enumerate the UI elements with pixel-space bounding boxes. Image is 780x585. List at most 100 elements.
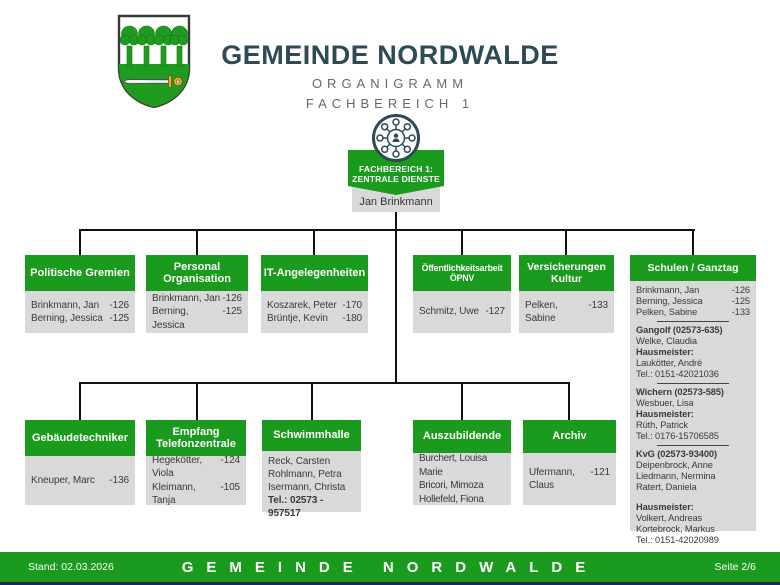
bottom-edge-strip [0,582,780,585]
person-name: Volkert, Andreas [636,513,703,523]
person-row: Berning, Jessica -125 [152,305,242,332]
connector-line [311,382,313,420]
section-heading: KvG (02573-93400) [636,449,717,459]
person-name: Kneuper, Marc [31,474,95,486]
person-ext: -125 [109,313,129,324]
person-name: Kortebrock, Markus [636,524,715,534]
person-row: Brinkmann, Jan -126 [636,285,750,296]
connector-line [395,229,397,384]
person-name: Schmitz, Uwe [419,306,479,318]
orgbox-body: Brinkmann, Jan-126 Berning, Jessica-125 … [630,281,756,545]
orgbox-title: Öffentlichkeitsarbeit ÖPNV [413,255,511,291]
orgbox-body: Kneuper, Marc -136 [25,456,135,505]
orgbox-auszubildende: Auszubildende Burchert, Louisa Marie Bri… [413,420,511,505]
orgbox-versicherungen-kultur: Versicherungen Kultur Pelken, Sabine-133 [519,255,614,333]
connector-line [196,229,198,255]
orgbox-body: Pelken, Sabine-133 [519,291,614,333]
footer-page-number: Seite 2/6 [714,561,756,573]
connector-line [692,229,694,255]
person-ext: -126 [731,285,750,295]
subtitle-organigramm: ORGANIGRAMM [311,76,469,91]
person-name: Brinkmann, Jan [152,292,221,304]
orgbox-title: Archiv [523,420,616,453]
orgbox-politische-gremien: Politische Gremien Brinkmann, Jan-126 Be… [25,255,135,333]
connector-line [79,382,570,384]
hausmeister-label: Hausmeister: [636,347,694,357]
title-block: GEMEINDE NORDWALDE ORGANIGRAMM FACHBEREI… [190,40,590,111]
connector-line [313,229,315,255]
hub-network-icon [372,114,420,162]
person-name: Rohlmann, Petra [268,469,342,480]
orgbox-it-angelegenheiten: IT-Angelegenheiten Koszarek, Peter-170 B… [261,255,368,333]
person-name: Hollefeld, Fiona [419,493,484,505]
person-name: Burchert, Louisa Marie [419,453,488,478]
connector-line [461,229,463,255]
orgbox-title: Auszubildende [413,420,511,453]
person-row: Schmitz, Uwe -127 [419,305,505,319]
person-ext: -133 [588,299,608,311]
person-name: Deipenbrock, Anne [636,460,713,470]
person-ext: -126 [222,292,242,304]
orgbox-schulen-ganztag: Schulen / Ganztag Brinkmann, Jan-126 Ber… [630,255,756,545]
subtitle-fachbereich: FACHBEREICH 1 [305,96,475,111]
person-ext: -126 [109,299,129,311]
orgbox-title: Schwimmhalle [262,420,361,451]
person-ext: -133 [731,307,750,317]
hausmeister-label: Hausmeister: [636,502,694,512]
orgbox-title: Versicherungen Kultur [519,255,614,291]
orgbox-body: Koszarek, Peter -170 Brüntje, Kevin -180 [261,291,368,333]
person-name: Wesbuer, Lisa [636,398,694,408]
coat-of-arms-icon [117,14,191,109]
orgbox-body: Ufermann, Claus-121 [523,453,616,505]
person-name: Berning, Jessica [31,313,103,324]
connector-line [461,382,463,420]
connector-line [79,382,81,420]
page-title: GEMEINDE NORDWALDE [221,40,559,70]
person-name: Liedmann, Nermina [636,471,716,481]
root-title-line2: ZENTRALE DIENSTE [352,174,440,184]
orgbox-personal-organisation: Personal Organisation Brinkmann, Jan-126… [146,255,248,333]
root-banner-point [348,186,444,195]
orgbox-body: Hegekötter, Viola-124 Kleimann, Tanja-10… [146,454,246,506]
person-row: Hegekötter, Viola-124 [152,454,240,481]
footer-title: GEMEINDE NORDWALDE [181,559,599,576]
orgbox-title: Empfang Telefonzentrale [146,420,246,456]
person-name: Isermann, Christa [268,482,346,493]
phone-number: Tel.: 0176-15706585 [636,431,719,441]
connector-line [79,229,81,255]
person-row: Kneuper, Marc -136 [31,474,129,488]
person-ext: -125 [222,306,242,318]
person-name: Ratert, Daniela [636,482,697,492]
person-ext: -127 [485,306,505,318]
section-heading: Wichern (02573-585) [636,387,724,397]
person-name: Koszarek, Peter [267,299,337,311]
person-ext: -170 [342,299,362,311]
person-row: Ufermann, Claus-121 [529,466,610,493]
connector-line [568,382,570,420]
person-ext: -136 [109,474,129,486]
section-heading: Gangolf (02573-635) [636,325,723,335]
person-name: Brinkmann, Jan [636,285,700,295]
person-ext: -180 [342,313,362,324]
section-divider [657,445,729,446]
person-name: Brüntje, Kevin [267,313,328,324]
person-name: Rüth, Patrick [636,420,688,430]
person-ext: -124 [220,454,240,466]
orgbox-title: Personal Organisation [146,255,248,291]
orgbox-gebaeudetechniker: Gebäudetechniker Kneuper, Marc -136 [25,420,135,505]
footer-stand-date: Stand: 02.03.2026 [28,561,114,573]
phone-number: Tel.: 0151-42021036 [636,369,719,379]
orgbox-body: Schmitz, Uwe -127 [413,291,511,333]
person-name: Reck, Carsten [268,456,331,467]
section-divider [657,383,729,384]
person-row: Berning, Jessica -125 [31,312,129,326]
phone-number: Tel.: 02573 - 957517 [268,495,324,519]
person-name: Berning, Jessica [152,306,189,331]
spacer [636,493,750,502]
footer-bar: Stand: 02.03.2026 GEMEINDE NORDWALDE Sei… [0,552,780,582]
person-row: Pelken, Sabine-133 [525,299,608,326]
orgbox-title: Gebäudetechniker [25,420,135,456]
orgbox-body: Burchert, Louisa Marie Bricori, Mimoza H… [413,453,511,505]
orgbox-oeffentlichkeitsarbeit-oepnv: Öffentlichkeitsarbeit ÖPNV Schmitz, Uwe-… [413,255,511,333]
root-title-line1: FACHBEREICH 1: [358,164,434,174]
